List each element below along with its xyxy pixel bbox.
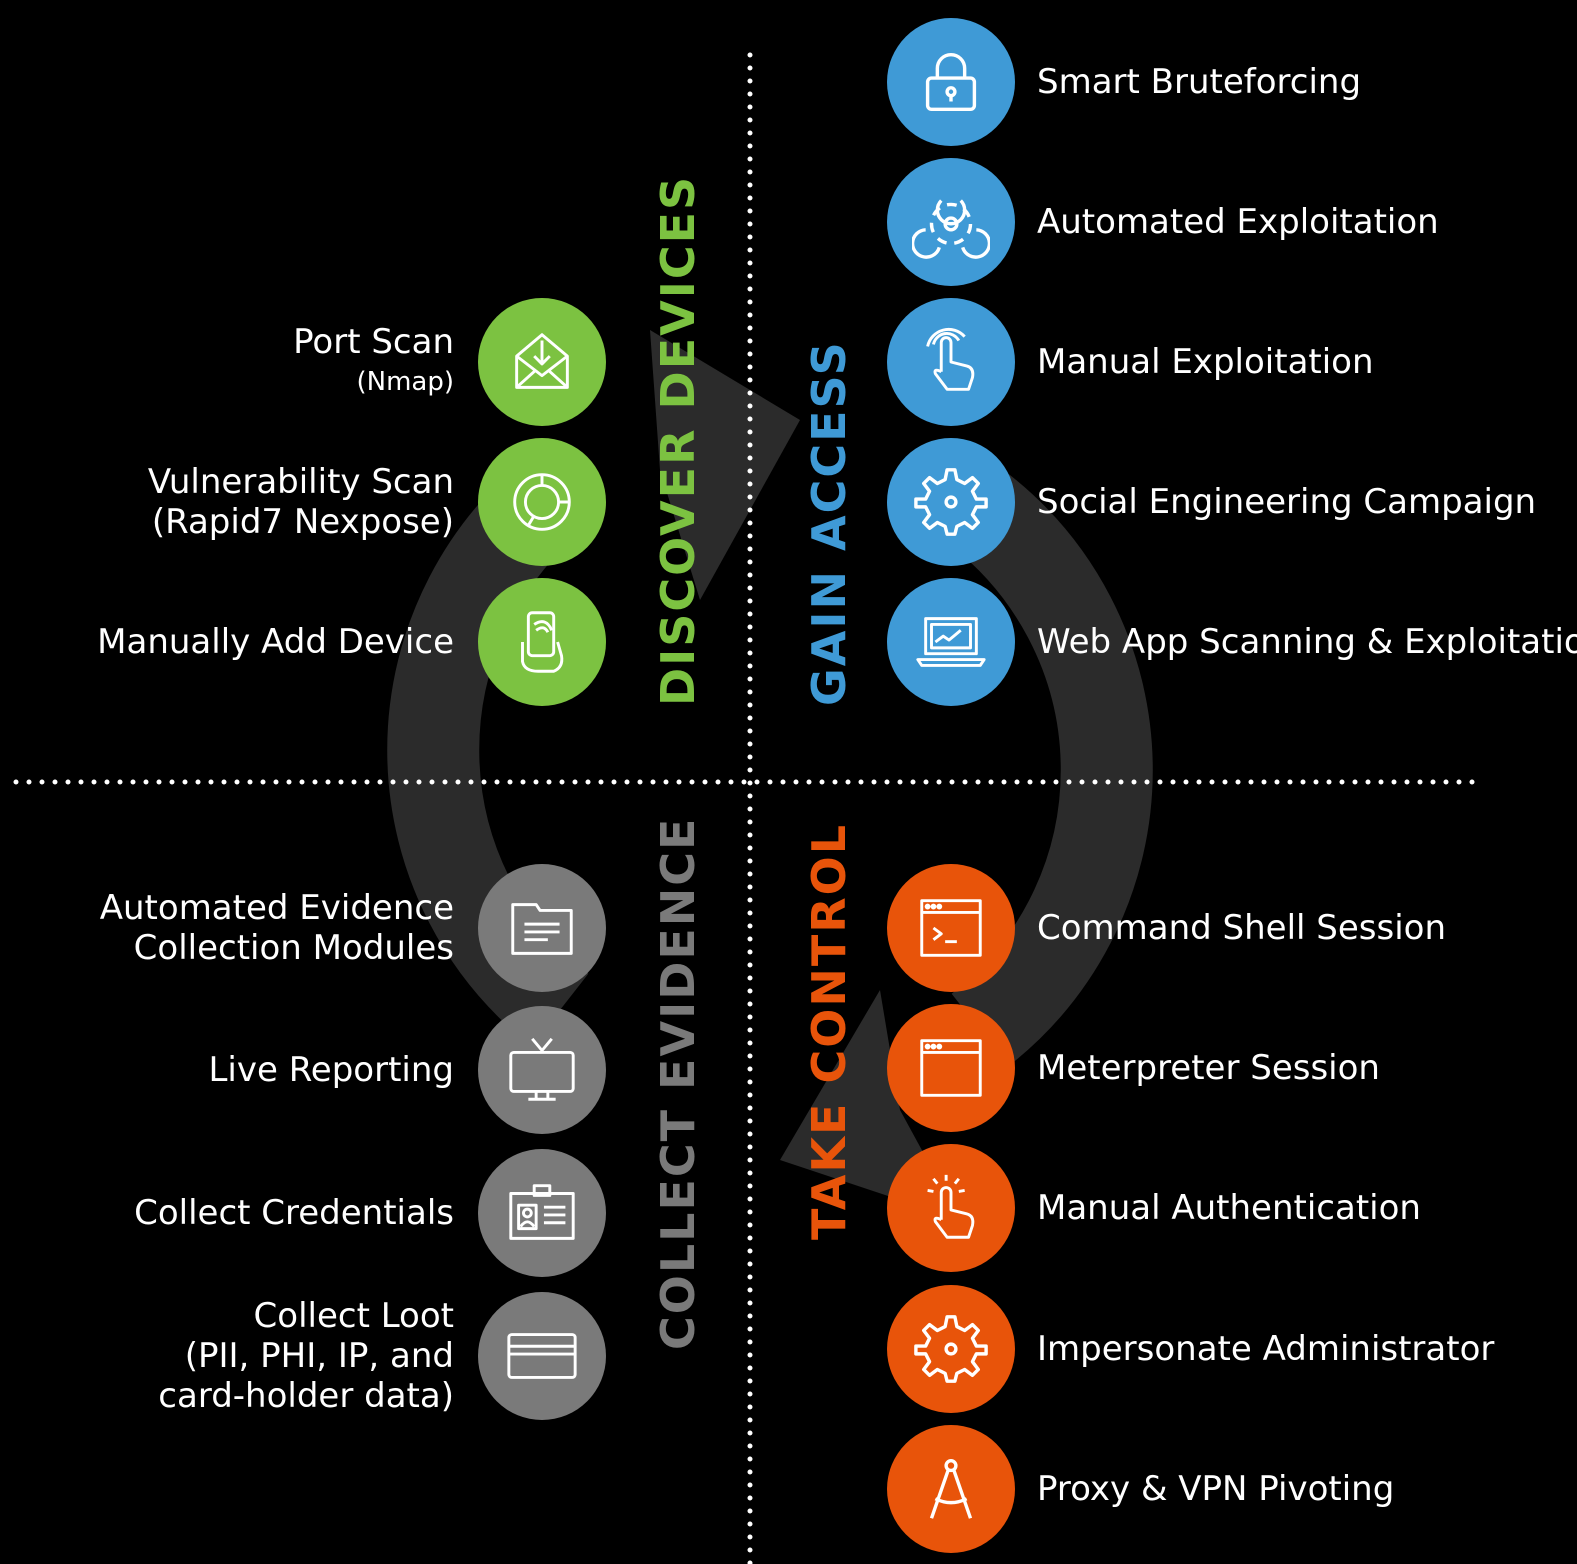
collect-item-collect-credentials[interactable]: Collect Credentials [134, 1149, 606, 1277]
pointing-hand-icon [887, 298, 1015, 426]
tapping-hand-icon [887, 1144, 1015, 1272]
item-label: Impersonate Administrator [1037, 1329, 1495, 1369]
item-label: Automated Exploitation [1037, 202, 1439, 242]
ring-chart-icon [478, 438, 606, 566]
item-label: Command Shell Session [1037, 908, 1447, 948]
item-label: Vulnerability Scan (Rapid7 Nexpose) [147, 462, 454, 542]
gain-item-smart-bruteforcing[interactable]: Smart Bruteforcing [887, 18, 1361, 146]
take-item-impersonate-administrator[interactable]: Impersonate Administrator [887, 1285, 1494, 1413]
take-item-proxy-vpn-pivoting[interactable]: Proxy & VPN Pivoting [887, 1425, 1394, 1553]
item-label: Live Reporting [208, 1050, 454, 1090]
phase-discover-devices: DISCOVER DEVICES [651, 174, 705, 706]
take-item-meterpreter-session[interactable]: Meterpreter Session [887, 1004, 1380, 1132]
take-item-manual-authentication[interactable]: Manual Authentication [887, 1144, 1421, 1272]
item-label: Proxy & VPN Pivoting [1037, 1469, 1395, 1509]
item-label: Collect Credentials [134, 1193, 454, 1233]
phase-collect-evidence: COLLECT EVIDENCE [651, 816, 705, 1351]
gear-icon [887, 438, 1015, 566]
item-label: Manual Authentication [1037, 1188, 1421, 1228]
folder-document-icon [478, 864, 606, 992]
item-label: Social Engineering Campaign [1037, 482, 1537, 522]
gain-item-manual-exploitation[interactable]: Manual Exploitation [887, 298, 1374, 426]
terminal-window-icon [887, 864, 1015, 992]
phase-take-control: TAKE CONTROL [802, 822, 856, 1240]
browser-window-icon [887, 1004, 1015, 1132]
discover-item-port-scan[interactable]: Port Scan (Nmap) [293, 298, 606, 426]
gain-item-web-app-scanning[interactable]: Web App Scanning & Exploitation [887, 578, 1577, 706]
compass-icon [887, 1425, 1015, 1553]
gain-item-automated-exploitation[interactable]: Automated Exploitation [887, 158, 1439, 286]
tv-monitor-icon [478, 1006, 606, 1134]
padlock-icon [887, 18, 1015, 146]
collect-item-live-reporting[interactable]: Live Reporting [208, 1006, 606, 1134]
item-label: Collect Loot (PII, PHI, IP, and card-hol… [158, 1296, 454, 1416]
take-item-command-shell-session[interactable]: Command Shell Session [887, 864, 1446, 992]
envelope-download-icon [478, 298, 606, 426]
item-label: Manual Exploitation [1037, 342, 1374, 382]
collect-item-automated-evidence[interactable]: Automated Evidence Collection Modules [100, 864, 606, 992]
item-label: Port Scan (Nmap) [293, 322, 454, 397]
gear-icon [887, 1285, 1015, 1413]
laptop-chart-icon [887, 578, 1015, 706]
item-label: Smart Bruteforcing [1037, 62, 1362, 102]
credit-card-icon [478, 1292, 606, 1420]
hand-phone-icon [478, 578, 606, 706]
discover-item-manually-add-device[interactable]: Manually Add Device [97, 578, 606, 706]
id-badge-icon [478, 1149, 606, 1277]
collect-item-collect-loot[interactable]: Collect Loot (PII, PHI, IP, and card-hol… [158, 1292, 606, 1420]
item-label: Meterpreter Session [1037, 1048, 1380, 1088]
gain-item-social-engineering-campaign[interactable]: Social Engineering Campaign [887, 438, 1536, 566]
discover-item-vulnerability-scan[interactable]: Vulnerability Scan (Rapid7 Nexpose) [148, 438, 606, 566]
biohazard-icon [887, 158, 1015, 286]
item-label: Automated Evidence Collection Modules [99, 888, 454, 968]
item-label: Manually Add Device [97, 622, 454, 662]
phase-gain-access: GAIN ACCESS [802, 340, 856, 706]
item-label: Web App Scanning & Exploitation [1037, 622, 1577, 662]
